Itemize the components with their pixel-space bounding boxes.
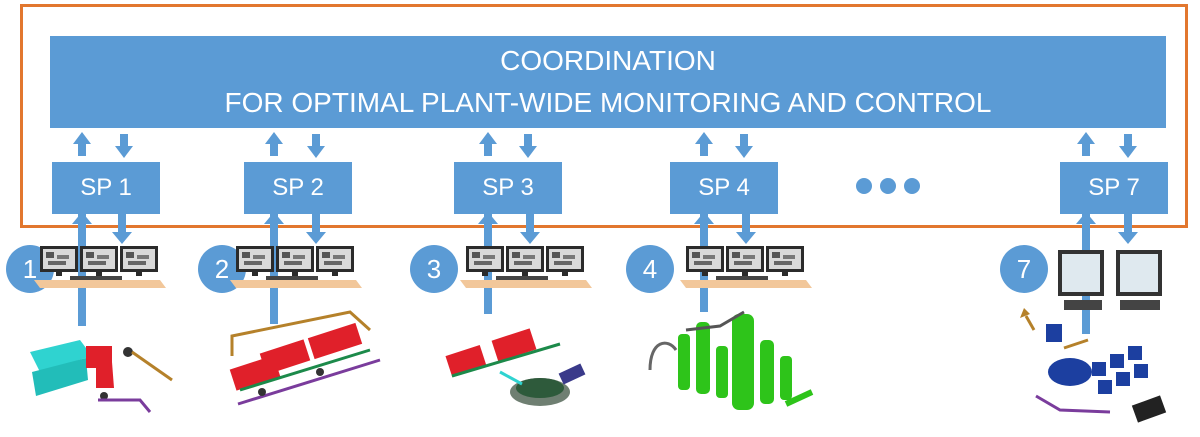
sp-2-block: SP 2 — [244, 162, 352, 214]
process-plant-4-icon — [648, 310, 814, 410]
plant-number-7: 7 — [1000, 245, 1048, 293]
sp-1-block: SP 1 — [52, 162, 160, 214]
sp-3-block: SP 3 — [454, 162, 562, 214]
sp-4-block: SP 4 — [670, 162, 778, 214]
process-plant-3-icon — [445, 328, 586, 406]
process-plant-2-icon — [229, 310, 381, 406]
process-plant-1-icon — [30, 340, 173, 413]
plant-number-3: 3 — [410, 245, 458, 293]
coordination-subtitle: FOR OPTIMAL PLANT-WIDE MONITORING AND CO… — [224, 87, 992, 118]
sp-7-block: SP 7 — [1060, 162, 1168, 214]
coordination-arrows — [73, 132, 1137, 158]
coordination-frame — [20, 4, 1188, 228]
coordination-title: COORDINATION — [500, 45, 716, 76]
monitor-workstation-7-icon — [1058, 250, 1162, 310]
ellipsis-icon — [856, 178, 928, 199]
process-plant-7-icon — [1020, 308, 1167, 423]
plant-number-4: 4 — [626, 245, 674, 293]
plant-links — [72, 212, 1138, 334]
coordination-block: COORDINATION FOR OPTIMAL PLANT-WIDE MONI… — [50, 36, 1166, 128]
monitor-workstation-icon — [34, 246, 812, 288]
